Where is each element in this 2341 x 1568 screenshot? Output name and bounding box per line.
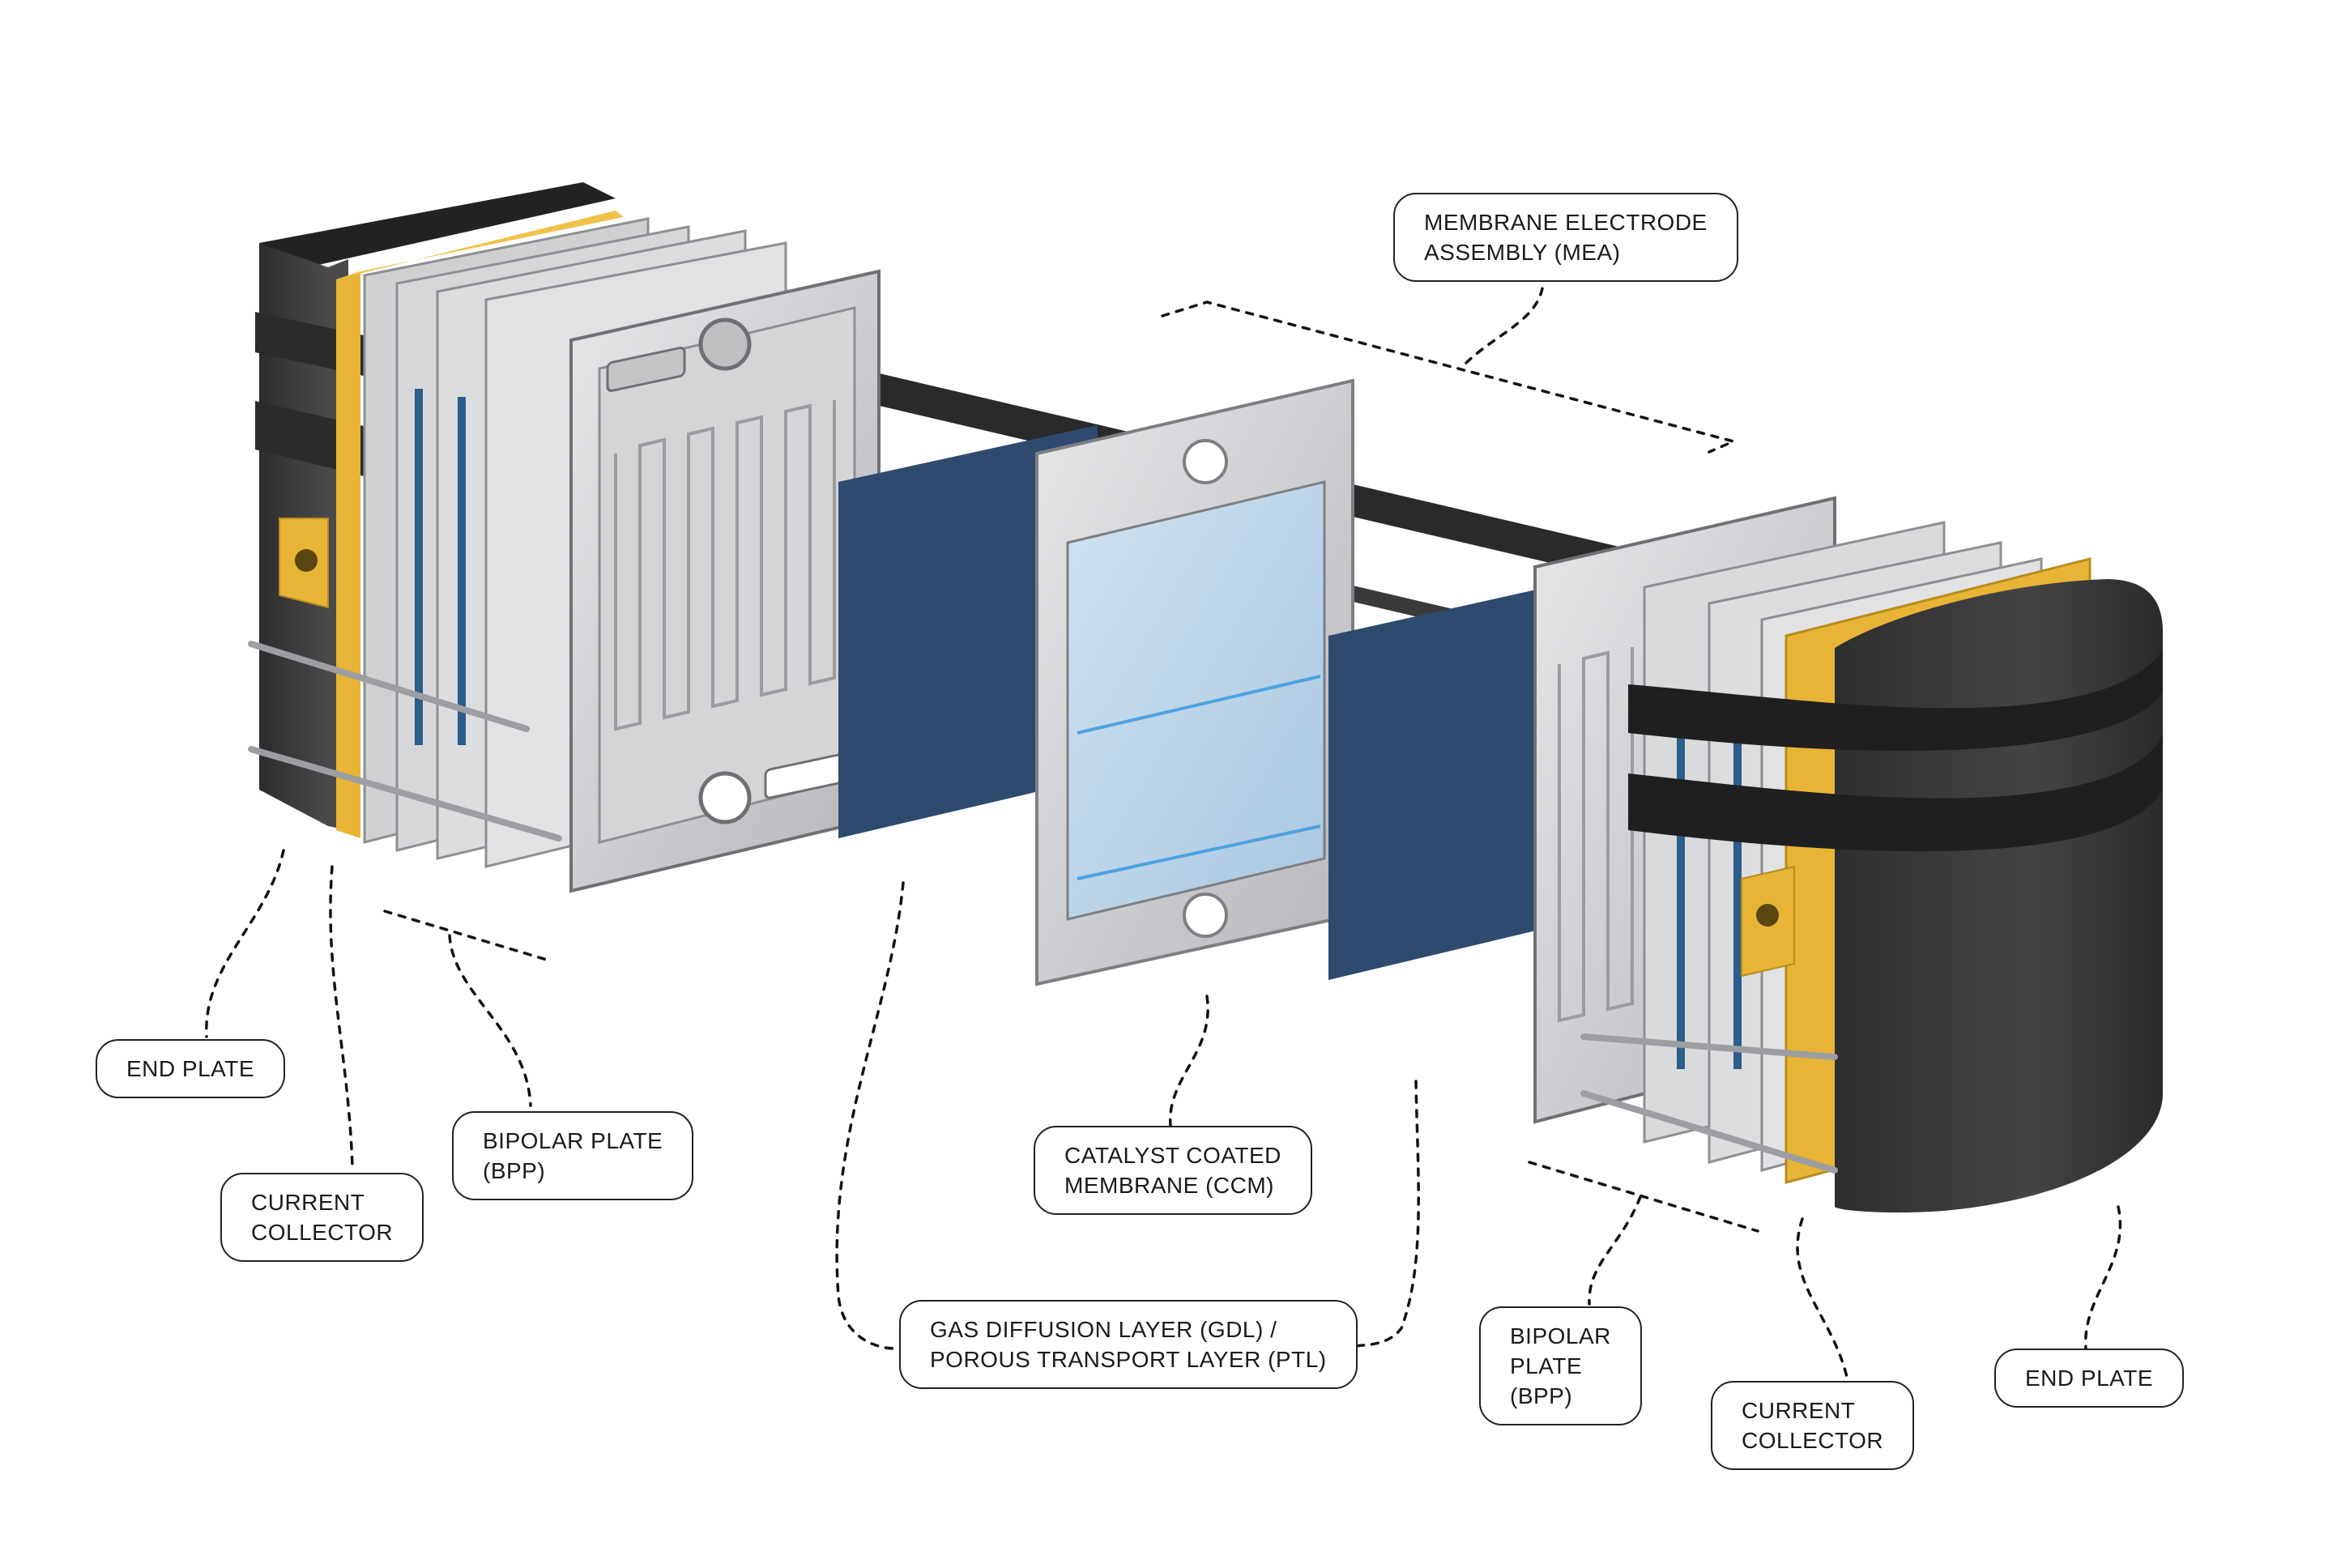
ccm-edge-line-1 bbox=[1077, 675, 1321, 735]
right-bpp-channel-blue-2 bbox=[1733, 729, 1742, 1069]
label-current-collector-right-line-2: COLLECTOR bbox=[1742, 1428, 1884, 1453]
left-rods bbox=[248, 641, 562, 842]
ccm-edge-line-2 bbox=[1077, 824, 1321, 880]
label-ccm-line-1: CATALYST COATED bbox=[1064, 1143, 1281, 1168]
left-current-collector-body bbox=[336, 271, 360, 838]
right-flow-field bbox=[1558, 647, 1634, 1023]
leader-end-plate-left bbox=[205, 849, 285, 1038]
right-gas-diffusion-layer bbox=[1328, 579, 1584, 980]
right-end-plate bbox=[1628, 579, 2163, 1213]
left-end-plate-top bbox=[259, 182, 616, 267]
leader-lines bbox=[205, 282, 2122, 1378]
leader-end-plate-right bbox=[2084, 1205, 2122, 1350]
left-bpp-channel-blue-1 bbox=[415, 389, 423, 745]
label-ccm-line-2: MEMBRANE (CCM) bbox=[1064, 1173, 1274, 1198]
right-rods bbox=[1580, 1033, 1838, 1174]
leader-mea bbox=[1465, 282, 1545, 364]
label-end-plate-left-text: END PLATE bbox=[126, 1056, 255, 1081]
leader-bpp-right bbox=[1588, 1195, 1642, 1306]
label-bipolar-plate-right-line-2: PLATE bbox=[1510, 1353, 1583, 1378]
left-bpp-port-bottom bbox=[698, 771, 752, 824]
leader-current-collector-left bbox=[329, 865, 354, 1168]
label-bipolar-plate-right-line-1: BIPOLAR bbox=[1510, 1323, 1611, 1349]
left-bpp-slot-top-left bbox=[606, 346, 686, 392]
label-end-plate-right: END PLATE bbox=[1994, 1349, 2185, 1408]
label-gas-diffusion-layer: GAS DIFFUSION LAYER (GDL) / POROUS TRANS… bbox=[899, 1300, 1358, 1389]
label-membrane-electrode-assembly: MEMBRANE ELECTRODE ASSEMBLY (MEA) bbox=[1393, 193, 1738, 282]
label-mea-line-2: ASSEMBLY (MEA) bbox=[1424, 240, 1621, 265]
label-bipolar-plate-left: BIPOLAR PLATE (BPP) bbox=[452, 1111, 694, 1200]
label-bipolar-plate-left-line-1: BIPOLAR PLATE bbox=[483, 1128, 663, 1153]
label-mea-line-1: MEMBRANE ELECTRODE bbox=[1424, 210, 1708, 235]
ccm-port-bottom bbox=[1183, 893, 1228, 938]
label-gdl-line-1: GAS DIFFUSION LAYER (GDL) / bbox=[930, 1317, 1277, 1342]
right-end-plate-body bbox=[1835, 579, 2163, 1213]
left-flow-field bbox=[614, 400, 836, 731]
leader-bpp-right-bracket bbox=[1528, 1161, 1759, 1233]
left-mounting-hole bbox=[295, 549, 318, 572]
leader-bpp-left-bracket bbox=[383, 910, 548, 961]
right-mounting-hole bbox=[1756, 904, 1779, 927]
label-gdl-line-2: POROUS TRANSPORT LAYER (PTL) bbox=[930, 1347, 1327, 1372]
label-bipolar-plate-left-line-2: (BPP) bbox=[483, 1158, 546, 1183]
label-catalyst-coated-membrane: CATALYST COATED MEMBRANE (CCM) bbox=[1034, 1126, 1312, 1215]
right-strap-bottom bbox=[1628, 733, 2163, 852]
label-current-collector-right-line-1: CURRENT bbox=[1742, 1398, 1856, 1423]
right-strap-top bbox=[1628, 648, 2163, 752]
leader-mea-bracket bbox=[1161, 300, 1738, 454]
label-current-collector-right: CURRENT COLLECTOR bbox=[1711, 1381, 1915, 1470]
leader-ccm bbox=[1169, 995, 1209, 1127]
left-current-collector-top bbox=[336, 211, 624, 279]
ccm-port-top bbox=[1183, 439, 1228, 484]
right-bpp-channel-blue-1 bbox=[1677, 729, 1685, 1069]
label-bipolar-plate-right: BIPOLAR PLATE (BPP) bbox=[1479, 1306, 1642, 1425]
leader-gdl-left bbox=[835, 881, 905, 1350]
left-front-bipolar-plate bbox=[569, 269, 881, 893]
catalyst-coated-membrane bbox=[1035, 378, 1354, 986]
label-current-collector-left: CURRENT COLLECTOR bbox=[220, 1173, 424, 1262]
leader-current-collector-right bbox=[1796, 1217, 1848, 1378]
label-end-plate-left: END PLATE bbox=[96, 1039, 286, 1098]
left-bpp-port-top bbox=[698, 317, 752, 371]
ccm-membrane bbox=[1066, 480, 1326, 921]
leader-bpp-left bbox=[448, 934, 532, 1107]
label-bipolar-plate-right-line-3: (BPP) bbox=[1510, 1383, 1573, 1408]
label-current-collector-left-line-1: CURRENT bbox=[251, 1190, 365, 1215]
leader-gdl-right bbox=[1339, 1080, 1420, 1348]
label-end-plate-right-text: END PLATE bbox=[2025, 1366, 2154, 1391]
label-current-collector-left-line-2: COLLECTOR bbox=[251, 1220, 394, 1245]
left-bpp-channel-blue-2 bbox=[458, 397, 466, 745]
left-current-collector bbox=[336, 211, 624, 838]
left-gas-diffusion-layer bbox=[838, 425, 1098, 838]
